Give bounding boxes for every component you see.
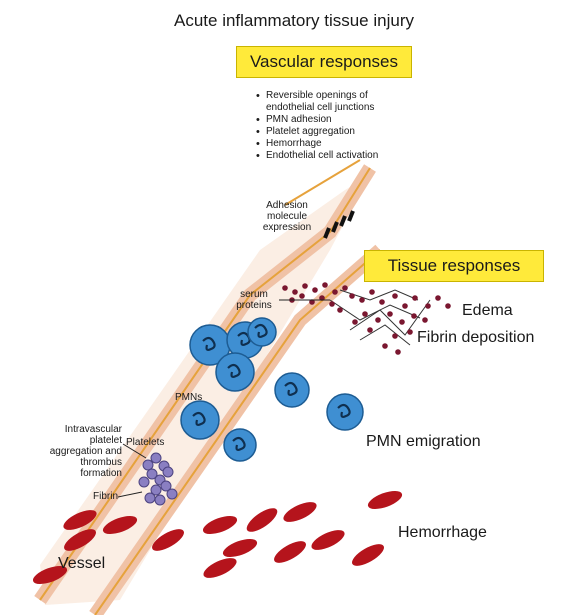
serum-proteins-label: serum proteins — [232, 289, 276, 311]
serum-protein-dot — [425, 303, 431, 309]
platelet — [143, 460, 153, 470]
vascular-response-item: Hemorrhage — [256, 138, 446, 150]
platelet — [163, 467, 173, 477]
serum-protein-dot — [435, 295, 441, 301]
serum-protein-dot — [402, 303, 408, 309]
red-blood-cell — [243, 504, 281, 536]
serum-protein-dot — [302, 283, 308, 289]
diagram-title: Acute inflammatory tissue injury — [174, 12, 414, 31]
serum-protein-dot — [352, 319, 358, 325]
fibrin-strand — [360, 325, 410, 345]
pmn-cell — [248, 318, 276, 346]
serum-protein-dot — [407, 329, 413, 335]
tissue-responses-banner: Tissue responses — [364, 250, 544, 282]
pmn-cell — [181, 401, 219, 439]
vascular-response-item: Reversible openings of endothelial cell … — [256, 90, 416, 114]
serum-protein-dot — [282, 285, 288, 291]
pmn-cell — [275, 373, 309, 407]
red-blood-cell — [366, 487, 405, 512]
serum-protein-dot — [329, 301, 335, 307]
serum-protein-dot — [367, 327, 373, 333]
serum-protein-dot — [369, 289, 375, 295]
platelet — [155, 495, 165, 505]
fibrin-strand — [330, 300, 420, 320]
serum-protein-dot — [322, 282, 328, 288]
fibrin-deposition-label: Fibrin deposition — [417, 329, 534, 347]
platelet — [145, 493, 155, 503]
vascular-response-item: Platelet aggregation — [256, 126, 446, 138]
serum-protein-dot — [412, 295, 418, 301]
edema-label: Edema — [462, 302, 513, 320]
serum-protein-dot — [375, 317, 381, 323]
serum-protein-dot — [312, 287, 318, 293]
vascular-responses-list: Reversible openings of endothelial cell … — [256, 90, 446, 162]
serum-protein-dot — [382, 343, 388, 349]
red-blood-cell — [309, 526, 348, 554]
platelets-label: Platelets — [126, 437, 164, 448]
red-blood-cell — [349, 540, 387, 570]
red-blood-cell — [221, 535, 260, 560]
pmn-cell — [224, 429, 256, 461]
serum-protein-dot — [399, 319, 405, 325]
serum-protein-dot — [332, 289, 338, 295]
serum-protein-dot — [349, 293, 355, 299]
fibrin-label: Fibrin — [93, 491, 118, 502]
red-blood-cell — [281, 498, 320, 526]
red-blood-cell — [271, 537, 309, 567]
platelet — [139, 477, 149, 487]
red-blood-cell — [201, 512, 240, 537]
vascular-response-item: Endothelial cell activation — [256, 150, 446, 162]
serum-protein-dot — [411, 313, 417, 319]
pmn-emigration-label: PMN emigration — [366, 433, 481, 451]
serum-protein-dot — [387, 311, 393, 317]
serum-protein-dot — [392, 333, 398, 339]
hemorrhage-label: Hemorrhage — [398, 524, 487, 542]
serum-protein-dot — [292, 289, 298, 295]
serum-protein-dot — [337, 307, 343, 313]
intravascular-platelet-label: Intravascular platelet aggregation and t… — [40, 424, 122, 479]
serum-protein-dot — [379, 299, 385, 305]
serum-protein-dot — [392, 293, 398, 299]
serum-protein-dot — [359, 297, 365, 303]
pmn-cell — [327, 394, 363, 430]
pmns-label: PMNs — [175, 392, 202, 403]
serum-protein-dot — [362, 311, 368, 317]
red-blood-cell — [201, 554, 240, 582]
serum-protein-dot — [422, 317, 428, 323]
platelet — [167, 489, 177, 499]
serum-protein-dot — [299, 293, 305, 299]
platelet — [151, 453, 161, 463]
vascular-responses-banner: Vascular responses — [236, 46, 412, 78]
adhesion-molecule-label: Adhesion molecule expression — [256, 200, 318, 233]
pmn-cell — [216, 353, 254, 391]
vessel-label: Vessel — [58, 555, 105, 573]
serum-protein-dot — [342, 285, 348, 291]
vascular-response-item: PMN adhesion — [256, 114, 446, 126]
serum-protein-dot — [445, 303, 451, 309]
serum-protein-dot — [395, 349, 401, 355]
